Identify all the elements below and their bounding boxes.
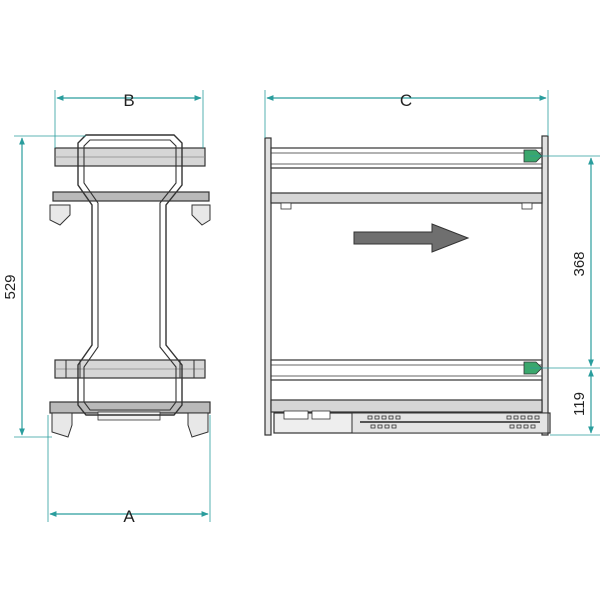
dimension-a: A	[47, 415, 211, 526]
front-top-left-clip	[49, 204, 71, 226]
slide-holes-left	[367, 415, 401, 429]
front-top-right-clip	[191, 204, 211, 226]
side-bottom-base	[270, 399, 543, 413]
side-top-rail	[270, 147, 543, 169]
dimension-b: B	[54, 90, 204, 148]
front-bottom-left-foot	[51, 412, 73, 438]
dimension-shelf-spacing-label: 368	[571, 251, 588, 276]
dimension-shelf-spacing: 368	[530, 155, 600, 369]
dimension-bottom-offset: 119	[550, 369, 600, 436]
dimension-bottom-offset-label: 119	[571, 392, 588, 416]
front-bottom-right-foot	[187, 412, 209, 438]
dimension-c: C	[264, 90, 549, 138]
side-top-basket-base	[270, 192, 543, 204]
slide-holes-right	[506, 415, 540, 429]
front-top-basket-base	[52, 191, 210, 202]
dimension-c-label: C	[400, 91, 412, 110]
front-view	[49, 134, 211, 438]
side-right-post	[541, 135, 549, 436]
right-arrow-icon	[353, 223, 470, 253]
front-bottom-base	[49, 401, 211, 414]
dimension-height-label: 529	[2, 274, 19, 299]
side-bottom-rail	[270, 359, 543, 381]
front-wire-frame-outer	[77, 134, 183, 416]
dimension-b-label: B	[123, 91, 134, 110]
side-view	[264, 135, 551, 436]
dimension-a-label: A	[123, 507, 135, 526]
dimension-height: 529	[2, 135, 86, 438]
front-wire-frame-inner	[83, 139, 177, 411]
side-left-post	[264, 137, 272, 436]
